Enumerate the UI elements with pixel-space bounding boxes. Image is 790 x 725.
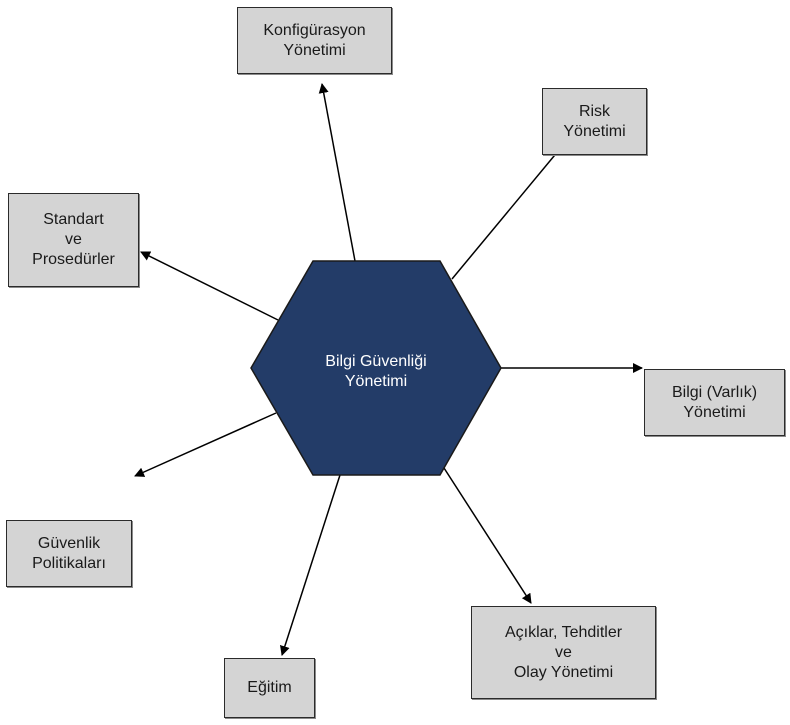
edge-to-aciklar: [443, 467, 532, 604]
node-label-line: Politikaları: [32, 554, 106, 572]
node-guvenlik-politikalari[interactable]: Güvenlik Politikaları: [6, 520, 132, 587]
center-label: Bilgi Güvenliği Yönetimi: [300, 352, 452, 392]
node-label-line: Risk: [578, 102, 611, 120]
node-konfigurasyon-yonetimi[interactable]: Konfigürasyon Yönetimi: [237, 7, 392, 74]
node-label-line: Yönetimi: [283, 41, 346, 59]
node-label-line: Yönetimi: [683, 403, 746, 421]
edge-to-risk: [451, 143, 565, 280]
center-label-line: Yönetimi: [344, 373, 408, 390]
node-label-line: Eğitim: [247, 679, 292, 696]
edge-to-guvenlik: [134, 412, 277, 477]
node-label-line: Açıklar, Tehditler: [504, 623, 623, 641]
node-label-line: Konfigürasyon: [263, 21, 366, 39]
edge-to-egitim: [280, 474, 341, 656]
node-label-line: ve: [555, 643, 572, 661]
node-label-line: Güvenlik: [37, 534, 101, 552]
node-label-line: Prosedürler: [32, 251, 115, 268]
edge-to-standart: [140, 251, 279, 321]
node-standart-ve-prosedurler[interactable]: Standart ve Prosedürler: [8, 193, 139, 287]
edge-to-konfigurasyon: [318, 83, 356, 262]
node-bilgi-varlik-yonetimi[interactable]: Bilgi (Varlık) Yönetimi: [644, 369, 785, 436]
node-label-line: Yönetimi: [563, 122, 626, 140]
node-label-line: Standart: [43, 211, 104, 228]
center-hexagon[interactable]: [250, 260, 502, 476]
center-label-line: Bilgi Güvenliği: [325, 353, 427, 370]
node-label-line: ve: [65, 231, 82, 248]
node-egitim[interactable]: Eğitim: [224, 658, 315, 718]
node-label-line: Bilgi (Varlık): [671, 383, 758, 401]
node-label-line: Olay Yönetimi: [513, 663, 614, 681]
node-risk-yonetimi[interactable]: Risk Yönetimi: [542, 88, 647, 155]
node-aciklar-tehditler-olay-yonetimi[interactable]: Açıklar, Tehditler ve Olay Yönetimi: [471, 606, 656, 699]
